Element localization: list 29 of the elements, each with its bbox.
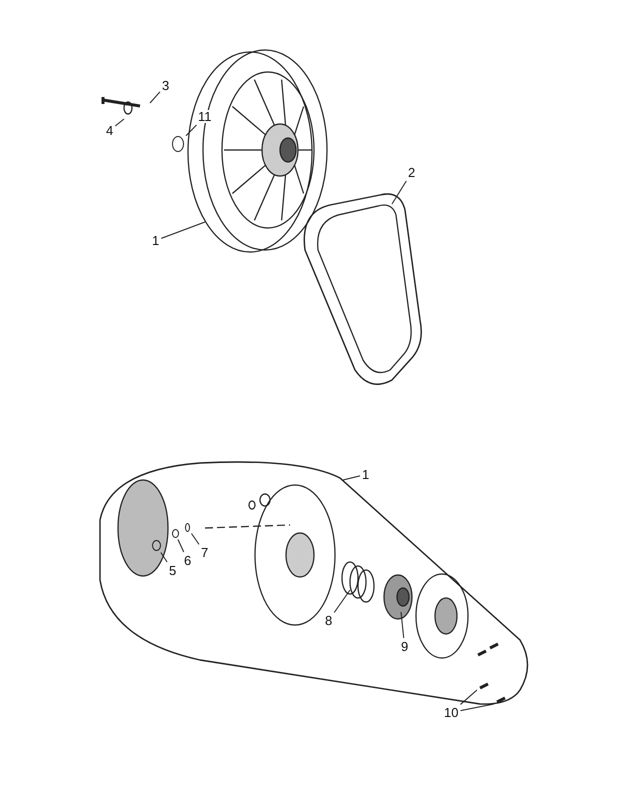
ring-part <box>172 528 178 538</box>
leader-line <box>114 118 124 126</box>
callout-number: 2 <box>408 166 416 179</box>
washer-part <box>152 540 160 550</box>
callout-number: 6 <box>184 554 192 567</box>
callout-number: 4 <box>106 124 114 137</box>
callout-number: 1 <box>362 468 370 481</box>
callout-number: 5 <box>169 564 176 577</box>
leader-line <box>191 533 200 545</box>
callout-number: 10 <box>444 706 458 719</box>
leader-line <box>160 222 206 239</box>
leader-line <box>392 180 407 204</box>
callout-number: 8 <box>325 614 332 627</box>
callout-number: 9 <box>401 640 408 653</box>
callout-number: 1 <box>152 234 160 247</box>
leader-line <box>150 91 160 104</box>
leader-line <box>186 124 197 136</box>
leader-line <box>400 612 404 638</box>
callout-number: 3 <box>162 79 170 92</box>
leader-line <box>342 475 360 480</box>
ring-part <box>172 136 184 152</box>
callout-number: 7 <box>201 546 208 559</box>
leader-line <box>460 690 478 705</box>
leader-line <box>177 539 184 552</box>
leader-line <box>334 590 350 613</box>
callout-number: 11 <box>198 110 212 123</box>
leader-line <box>460 704 494 712</box>
leader-line <box>160 552 168 562</box>
clip-part <box>184 522 190 532</box>
